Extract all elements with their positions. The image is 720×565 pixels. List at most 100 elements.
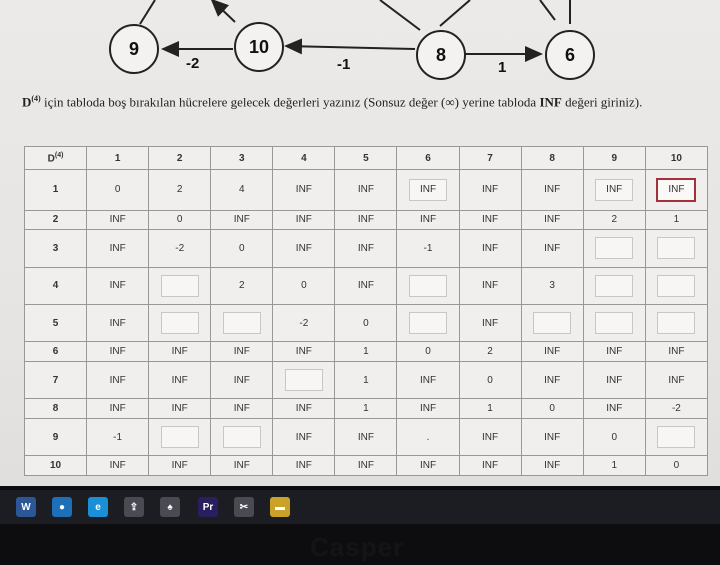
instruction-bold: INF	[539, 94, 562, 110]
cell-value: INF	[295, 403, 312, 415]
cell-value: 0	[363, 317, 369, 329]
cell-value: INF	[295, 184, 312, 196]
matrix-cell: INF	[86, 361, 150, 400]
matrix-cell: INF	[272, 341, 336, 363]
cell-value: INF	[482, 184, 499, 196]
matrix-cell: INF	[458, 304, 522, 343]
corner-label: D	[47, 153, 55, 165]
cell-value: INF	[233, 374, 250, 386]
cell-value: INF	[171, 374, 188, 386]
cell-input[interactable]	[222, 426, 261, 449]
matrix-cell: 1	[458, 398, 522, 419]
cell-value: INF	[109, 214, 126, 226]
cell-input[interactable]: INF	[656, 177, 697, 202]
matrix-cell	[582, 266, 646, 306]
matrix-cell: INF	[396, 455, 460, 476]
edge-partial	[539, 0, 556, 21]
cell-value: INF	[482, 242, 499, 254]
cell-value: INF	[109, 280, 126, 292]
cell-input[interactable]	[284, 369, 323, 392]
row-header: 7	[23, 361, 88, 400]
folder-icon[interactable]: ▬	[270, 497, 290, 517]
cell-input[interactable]	[160, 274, 199, 297]
cell-value: INF	[419, 374, 437, 386]
cell-value: 0	[487, 374, 493, 386]
cell-input[interactable]: INF	[409, 178, 447, 201]
matrix-cell: INF	[520, 169, 584, 211]
cell-input[interactable]	[409, 274, 447, 297]
matrix-cell: 2	[210, 266, 274, 306]
cell-input[interactable]	[595, 237, 634, 260]
edge-8-10	[284, 38, 416, 55]
cell-value: INF	[357, 280, 374, 292]
matrix-cell: INF	[582, 398, 646, 419]
cell-value: INF	[419, 214, 437, 226]
matrix-cell: 0	[396, 341, 460, 363]
matrix-cell: INF	[520, 209, 584, 231]
column-header: 10	[644, 146, 709, 170]
cell-value: INF	[668, 346, 685, 358]
edge-weight-label: 1	[498, 59, 507, 76]
cell-value: INF	[544, 431, 561, 443]
cell-value: 0	[425, 346, 431, 358]
matrix-cell: INF	[334, 455, 398, 476]
cell-value: INF	[295, 242, 312, 254]
matrix-cell: 0	[520, 398, 584, 419]
word-icon[interactable]: W	[16, 497, 36, 517]
cell-value: .	[426, 431, 430, 443]
cell-value: -2	[175, 242, 185, 254]
cell-value: INF	[109, 317, 126, 329]
cell-input[interactable]	[595, 274, 634, 297]
matrix-cell: INF	[396, 169, 460, 211]
cell-input[interactable]	[657, 312, 696, 335]
matrix-cell: INF	[520, 229, 584, 268]
matrix-cell: INF	[458, 417, 522, 457]
cell-input[interactable]	[657, 274, 696, 297]
cell-input[interactable]	[657, 426, 696, 449]
brand-logo: Casper	[310, 532, 405, 562]
cell-value: 1	[363, 403, 369, 415]
matrix-label: D	[22, 94, 32, 110]
row-header: 10	[23, 455, 88, 476]
cell-value: 0	[549, 403, 555, 415]
cell-input[interactable]: INF	[595, 178, 634, 201]
graph-node: 6	[545, 30, 595, 80]
matrix-cell	[520, 304, 584, 343]
matrix-cell: INF	[148, 341, 212, 363]
edge-icon[interactable]: e	[88, 497, 108, 517]
cell-input[interactable]	[409, 312, 447, 335]
camera-icon[interactable]: ●	[52, 497, 72, 517]
graph-edges	[139, 0, 571, 62]
cell-input[interactable]	[160, 426, 199, 449]
matrix-cell	[582, 304, 646, 343]
cell-value: INF	[357, 431, 374, 443]
premiere-icon[interactable]: Pr	[198, 497, 218, 517]
column-header: 8	[520, 146, 584, 170]
app-icon[interactable]: ♠	[160, 497, 180, 517]
cell-input[interactable]	[595, 312, 634, 335]
matrix-cell: 1	[334, 398, 398, 419]
graph-area: 9 10 8 6 -2 -1 1	[0, 0, 720, 90]
cell-input[interactable]	[533, 312, 572, 335]
matrix-cell: INF	[644, 361, 709, 400]
cell-value: INF	[544, 460, 561, 472]
cell-input[interactable]	[160, 312, 199, 335]
matrix-cell: INF	[148, 361, 212, 400]
usb-icon[interactable]: ⇪	[124, 497, 144, 517]
tools-icon[interactable]: ✂	[234, 497, 254, 517]
matrix-cell: 0	[86, 169, 150, 211]
matrix-cell: -2	[148, 229, 212, 268]
matrix-cell: INF	[520, 417, 584, 457]
matrix-cell: 0	[458, 361, 522, 400]
matrix-cell: .	[396, 417, 460, 457]
row-header: 1	[23, 169, 88, 211]
graph-node: 8	[416, 30, 466, 80]
cell-value: INF	[109, 346, 126, 358]
cell-input[interactable]	[657, 237, 696, 260]
cell-input[interactable]	[222, 312, 261, 335]
graph-node: 10	[234, 22, 284, 72]
row-header: 3	[23, 229, 88, 268]
